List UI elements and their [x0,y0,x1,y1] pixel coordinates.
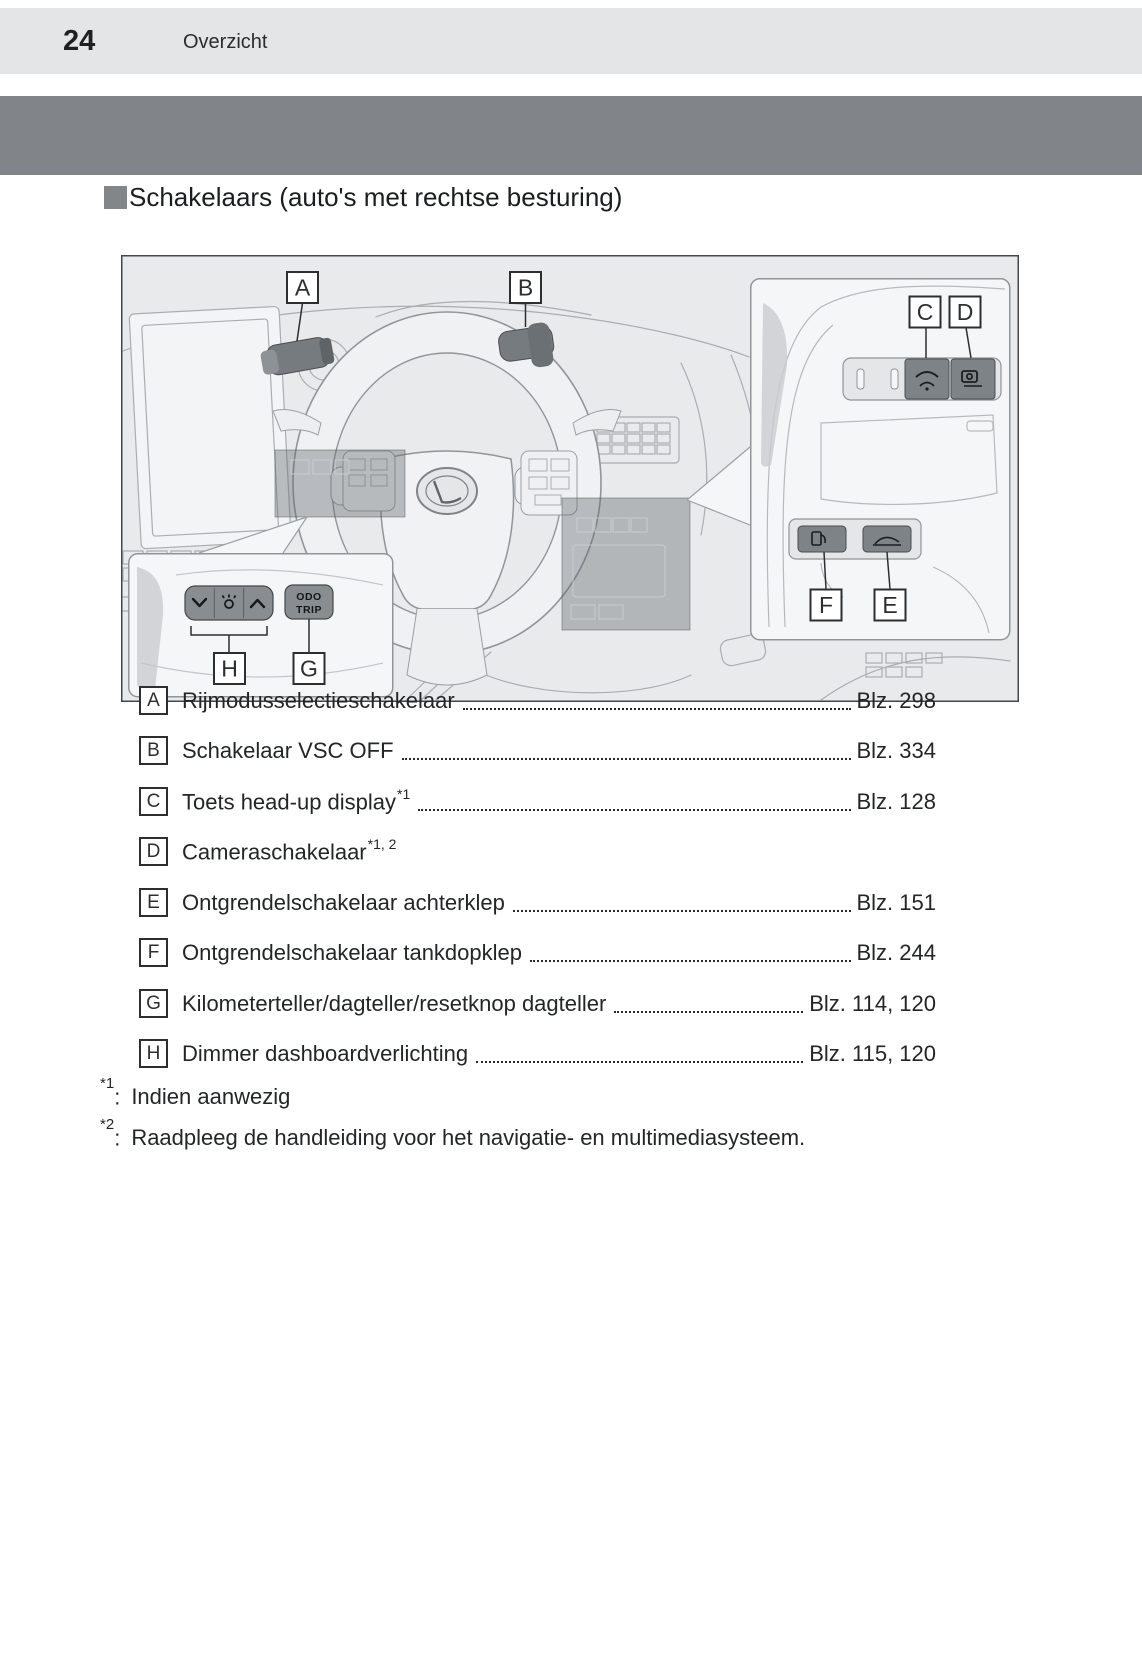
item-page-ref: Blz. 128 [856,788,937,814]
odo-trip-label-line2: TRIP [296,604,322,616]
list-item-a: A Rijmodusselectieschakelaar Blz. 298 [139,686,936,715]
chapter-banner [0,96,1142,175]
item-page-ref: Blz. 115, 120 [809,1040,936,1066]
stalk-a [260,337,335,376]
item-page-ref: Blz. 298 [856,687,937,713]
dotted-leader [614,1009,804,1013]
callout-e-label: E [882,592,897,618]
section-title-text: Schakelaars (auto's met rechtse besturin… [129,182,623,212]
pointer-wedge-right [686,446,751,526]
footnote-separator: : [114,1125,121,1151]
callout-h [213,652,246,685]
camera-switch [950,358,996,400]
callout-f [809,588,843,622]
hud-switch [904,358,950,400]
item-page-ref: Blz. 151 [856,889,937,915]
callout-boxes [213,271,982,685]
item-label: Dimmer dashboardverlichting [182,1040,469,1066]
dimmer-icon [221,594,237,609]
odo-trip-button: ODO TRIP [284,584,334,620]
dimmer-up-icon [249,598,266,609]
callout-d [948,295,982,329]
callout-g-label: G [300,656,318,682]
item-key-box: F [139,938,168,967]
item-label: Rijmodusselectieschakelaar [182,687,455,713]
footnote-marker: *2 [100,1116,115,1133]
item-label: Ontgrendelschakelaar tankdopklep [182,939,523,965]
item-key-box: C [139,787,168,816]
pointer-wedge-left [198,516,308,554]
dotted-leader [512,908,851,912]
section-marker-square [104,186,127,209]
list-item-d: D Cameraschakelaar*1, 2 [139,835,936,866]
item-key-box: H [139,1039,168,1068]
footnote-marker: *1 [100,1075,115,1092]
list-item-f: F Ontgrendelschakelaar tankdopklep Blz. … [139,938,936,967]
dimmer-button-cluster [184,585,274,621]
dotted-leader [401,756,851,760]
dotted-leader [476,1059,804,1063]
camera-icon [961,370,982,387]
item-label: Cameraschakelaar*1, 2 [182,835,397,865]
footnote-text: Indien aanwezig [131,1084,291,1110]
item-label: Schakelaar VSC OFF [182,737,394,763]
trunk-switch [862,525,912,553]
callout-stems [190,302,972,653]
item-page-ref: Blz. 114, 120 [809,990,936,1016]
odo-trip-label-line1: ODO [296,591,321,603]
list-item-c: C Toets head-up display*1 Blz. 128 [139,785,937,816]
item-page-ref: Blz. 334 [856,737,937,763]
callout-c-label: C [917,299,934,325]
section-title: Schakelaars (auto's met rechtse besturin… [104,182,622,213]
item-key-box: D [139,837,168,866]
footnote-text: Raadpleeg de handleiding voor het naviga… [131,1125,806,1151]
dimmer-down-icon [191,597,208,608]
item-key-box: G [139,989,168,1018]
callout-b-label: B [518,275,533,301]
callout-h-label: H [221,656,238,682]
dotted-leader [530,958,851,962]
item-footnote-ref: *1 [397,785,411,802]
dotted-leader [418,807,851,811]
callout-e [873,588,907,622]
fuel-door-switch-icon [811,531,826,546]
page-number: 24 [63,25,96,57]
footnote-2: *2: Raadpleeg de handleiding voor het nav… [100,1116,806,1151]
lexus-logo [416,467,478,515]
fuel-door-switch [797,525,847,553]
hud-icon [915,371,939,391]
callout-a-label: A [295,275,311,301]
callout-a [286,271,319,304]
item-label: Ontgrendelschakelaar achterklep [182,889,505,915]
list-item-h: H Dimmer dashboardverlichting Blz. 115, … [139,1039,936,1068]
overview-diagram: ODO TRIP A B C D F [121,255,1019,702]
footnote-1: *1: Indien aanwezig [100,1075,291,1110]
item-footnote-ref: *1, 2 [367,835,397,852]
item-key-box: A [139,686,168,715]
item-key-box: E [139,888,168,917]
list-item-e: E Ontgrendelschakelaar achterklep Blz. 1… [139,888,936,917]
callout-b [509,271,542,304]
list-item-b: B Schakelaar VSC OFF Blz. 334 [139,736,936,765]
callout-f-label: F [819,592,833,618]
page-section-title: Overzicht [183,31,268,53]
highlight-console [561,497,691,631]
callout-d-label: D [957,299,974,325]
footnote-separator: : [114,1084,121,1110]
item-label: Toets head-up display*1 [182,785,411,815]
page-header-band: 24 Overzicht [0,8,1142,74]
highlight-steering-buttons [274,449,406,518]
inset-panel-right [750,278,1011,641]
item-label: Kilometerteller/dagteller/resetknop dagt… [182,990,607,1016]
item-page-ref: Blz. 244 [856,939,937,965]
callout-c [908,295,942,329]
stalk-b [498,322,555,368]
list-item-g: G Kilometerteller/dagteller/resetknop da… [139,989,936,1018]
item-key-box: B [139,736,168,765]
inset-panel-steering-buttons: ODO TRIP [128,553,394,698]
trunk-switch-icon [873,536,901,546]
callout-g [292,652,326,685]
dotted-leader [462,706,851,710]
